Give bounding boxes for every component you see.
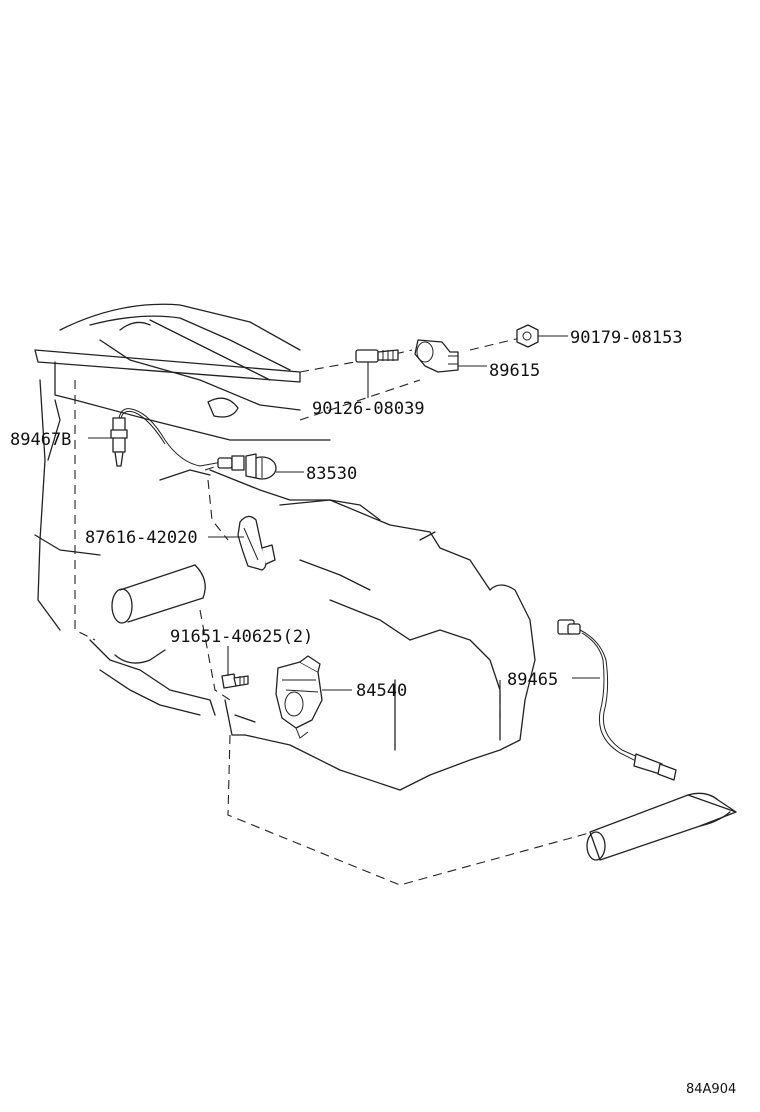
part-89465-oxygen-sensor[interactable] [557, 619, 677, 781]
label-90179-08153[interactable]: 90179-08153 [570, 328, 683, 348]
figure-code: 84A904 [686, 1082, 736, 1097]
part-84540-neutral-start-switch[interactable] [275, 655, 323, 739]
label-91651-40625[interactable]: 91651-40625(2) [170, 627, 313, 647]
part-83530-oil-pressure-switch[interactable] [245, 453, 277, 480]
exhaust-pipe [586, 792, 737, 861]
part-90126-08039-stud-bolt[interactable] [355, 349, 399, 363]
label-90126-08039[interactable]: 90126-08039 [312, 399, 425, 419]
part-89615-knock-sensor[interactable] [414, 339, 459, 373]
label-83530[interactable]: 83530 [306, 464, 357, 484]
label-84540[interactable]: 84540 [356, 681, 407, 701]
part-87616-42020-clamp[interactable] [237, 515, 276, 571]
label-89467B[interactable]: 89467B [10, 430, 71, 450]
dashed-reference-lines [74, 337, 601, 886]
label-87616-42020[interactable]: 87616-42020 [85, 528, 198, 548]
part-90179-08153-nut[interactable] [516, 324, 539, 348]
engine-assembly [34, 303, 536, 791]
part-89467B-oxygen-sensor[interactable] [110, 408, 245, 471]
label-89465[interactable]: 89465 [507, 670, 558, 690]
label-89615[interactable]: 89615 [489, 361, 540, 381]
leader-lines [88, 335, 600, 691]
part-91651-40625-bolt[interactable] [221, 673, 249, 689]
